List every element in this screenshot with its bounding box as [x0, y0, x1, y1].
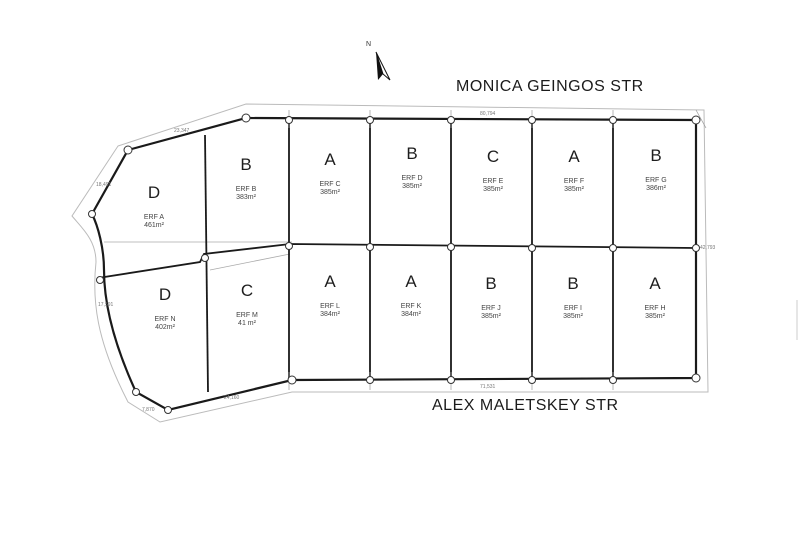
lot-erf-m[interactable]: C ERF M 41 m² [212, 282, 282, 328]
erf-number: ERF B [235, 186, 257, 193]
dimension-east-edge: 42,793 [700, 245, 716, 251]
erf-area: 402m² [155, 324, 175, 331]
erf-area: 385m² [481, 313, 501, 320]
lot-erf-g[interactable]: B ERF G 386m² [621, 147, 691, 193]
erf-number: ERF C [319, 181, 341, 188]
lot-division-spine-faint [104, 241, 292, 271]
erf-area: 41 m² [238, 320, 256, 327]
lot-type-label: D [158, 285, 172, 304]
erf-area: 385m² [320, 189, 340, 196]
dimension-sw-edge: 24,160 [224, 395, 240, 401]
erf-area: 385m² [564, 186, 584, 193]
lot-erf-e[interactable]: C ERF E 385m² [458, 148, 528, 194]
lot-type-label: B [485, 274, 497, 293]
lot-erf-l[interactable]: A ERF L 384m² [295, 273, 365, 319]
lot-type-label: A [324, 272, 336, 291]
erf-number: ERF K [400, 303, 422, 310]
lot-erf-b[interactable]: B ERF B 383m² [211, 156, 281, 202]
erf-number: ERF J [481, 305, 501, 312]
erf-number: ERF I [564, 305, 582, 312]
lot-type-label: B [240, 155, 252, 174]
erf-area: 386m² [646, 185, 666, 192]
erf-number: ERF L [320, 303, 340, 310]
lot-type-label: A [649, 274, 661, 293]
erf-area: 385m² [483, 186, 503, 193]
lot-erf-n[interactable]: D ERF N 402m² [130, 286, 200, 332]
lot-erf-h[interactable]: A ERF H 385m² [620, 275, 690, 321]
lot-erf-j[interactable]: B ERF J 385m² [456, 275, 526, 321]
erf-number: ERF F [563, 178, 585, 185]
erf-area: 384m² [401, 311, 421, 318]
lot-erf-d[interactable]: B ERF D 385m² [377, 145, 447, 191]
street-name-south: ALEX MALETSKEY STR [432, 397, 619, 414]
dimension-north-edge: 80,794 [480, 111, 496, 117]
lot-type-label: B [567, 274, 579, 293]
lot-type-label: A [568, 147, 580, 166]
dimension-nw-edge: 23,347 [174, 128, 190, 134]
lot-type-label: C [240, 281, 254, 300]
erf-area: 384m² [320, 311, 340, 318]
lot-erf-i[interactable]: B ERF I 385m² [538, 275, 608, 321]
erf-number: ERF M [236, 312, 258, 319]
erf-area: 461m² [144, 222, 164, 229]
lot-erf-k[interactable]: A ERF K 384m² [376, 273, 446, 319]
lot-type-label: B [406, 144, 418, 163]
erf-number: ERF N [154, 316, 176, 323]
lot-erf-c[interactable]: A ERF C 385m² [295, 151, 365, 197]
erf-number: ERF H [644, 305, 666, 312]
erf-area: 383m² [236, 194, 256, 201]
outer-boundary-faint [71, 103, 709, 423]
erf-number: ERF A [143, 214, 165, 221]
erf-area: 385m² [402, 183, 422, 190]
lot-erf-a[interactable]: D ERF A 461m² [119, 184, 189, 230]
survey-pegs [88, 113, 701, 414]
erf-area: 385m² [645, 313, 665, 320]
lot-type-label: A [324, 150, 336, 169]
dimension-south-edge: 71,531 [480, 384, 496, 390]
north-arrow-icon: N [366, 41, 391, 81]
lot-division-spine [97, 243, 697, 279]
erf-number: ERF D [401, 175, 423, 182]
dimension-s-corner: 7,870 [142, 407, 155, 413]
north-arrow-label: N [366, 41, 371, 48]
erf-number: ERF E [482, 178, 504, 185]
lot-type-label: C [486, 147, 500, 166]
lot-erf-f[interactable]: A ERF F 385m² [539, 148, 609, 194]
site-boundary [90, 116, 698, 412]
dimension-w-edge-upper: 18,491 [96, 182, 112, 188]
lot-type-label: D [147, 183, 161, 202]
lot-type-label: B [650, 146, 662, 165]
erf-number: ERF G [645, 177, 667, 184]
dimension-w-edge-lower: 17,591 [98, 302, 114, 308]
erf-area: 385m² [563, 313, 583, 320]
street-name-north: MONICA GEINGOS STR [456, 78, 644, 95]
lot-type-label: A [405, 272, 417, 291]
